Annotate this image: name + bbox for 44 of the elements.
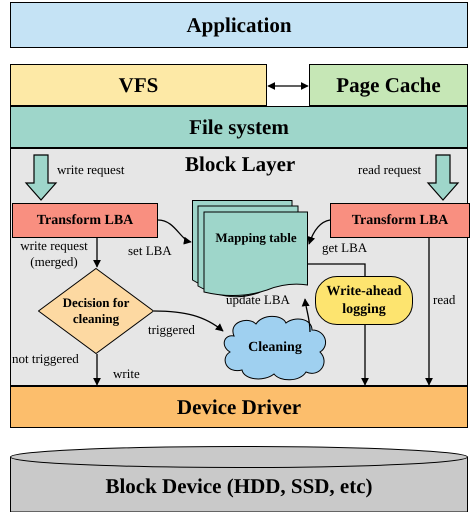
node-label: Device Driver: [176, 394, 302, 420]
block-arrow: [426, 154, 460, 201]
node-label: VFS: [118, 72, 158, 98]
node-label: Decision for cleaning: [62, 294, 130, 328]
layer-box: [10, 386, 468, 428]
arrow: [158, 219, 192, 244]
layer-box: [10, 2, 468, 48]
process-box: [330, 203, 470, 238]
arrow: [361, 325, 369, 386]
edge-label: write request (merged): [19, 238, 89, 270]
edge-label: read: [433, 292, 456, 308]
layer-box: [10, 106, 468, 148]
arrow: [308, 219, 330, 245]
arrow: [154, 310, 224, 332]
node-label: Page Cache: [336, 72, 441, 98]
arrow: [302, 298, 311, 332]
arrow: [93, 238, 101, 268]
layer-box: [309, 64, 468, 106]
layer-box: [10, 64, 267, 106]
node-label: Transform LBA: [36, 212, 134, 230]
node-label: Mapping table: [215, 230, 297, 246]
edge-label: triggered: [148, 322, 195, 338]
edge-label: set LBA: [128, 243, 172, 260]
flow-label: write: [113, 366, 140, 382]
process-box: [12, 203, 158, 238]
section-heading: Block Layer: [185, 151, 296, 178]
edge-label: read request: [358, 162, 422, 178]
node-label: Write-ahead logging: [325, 283, 403, 318]
cylinder-shape: [10, 446, 468, 512]
node-label: Transform LBA: [352, 212, 448, 230]
arrow: [425, 238, 433, 386]
edge-label: write request: [57, 162, 125, 178]
node-label: File system: [189, 114, 289, 140]
edge-label: get LBA: [322, 240, 368, 256]
arrow: [93, 354, 101, 386]
node-label: Block Device (HDD, SSD, etc): [105, 472, 373, 500]
block-arrow: [24, 154, 58, 201]
edge-label: not triggered: [12, 351, 79, 368]
node-label: Application: [186, 12, 292, 38]
layer-band: [10, 148, 468, 386]
edge-label: update LBA: [226, 292, 290, 308]
rounded-box: [315, 276, 413, 325]
arrow: [267, 82, 309, 90]
node-label: Cleaning: [248, 339, 302, 357]
